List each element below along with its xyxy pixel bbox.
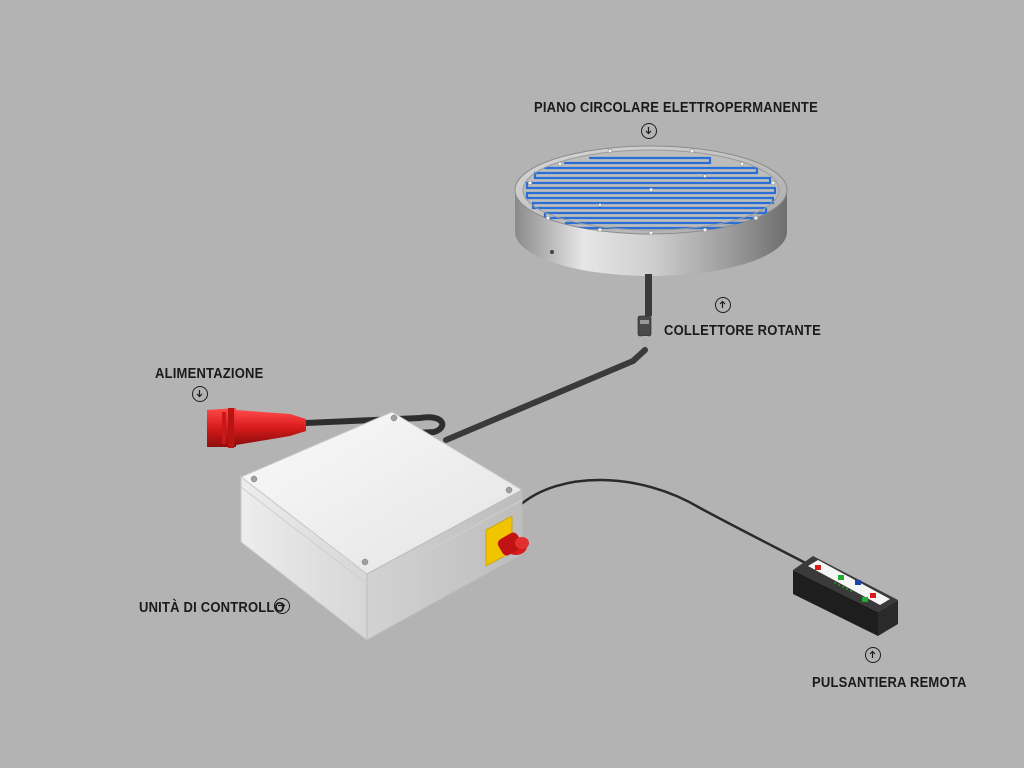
arrow-up-icon: [869, 650, 876, 658]
control-unit-box: [240, 411, 529, 642]
collector-cable: [443, 347, 648, 443]
remote-pendant: [793, 556, 898, 636]
arrow-up-icon: [719, 300, 726, 308]
arrow-down-icon: [645, 127, 652, 135]
remote-cable: [517, 478, 817, 570]
hotspot-control-unit[interactable]: [274, 598, 290, 614]
hotspot-circular-plate[interactable]: [641, 123, 657, 139]
rotary-collector: [637, 274, 652, 350]
label-rotary-collector: COLLETTORE ROTANTE: [664, 321, 821, 339]
arrow-down-icon: [196, 390, 203, 398]
hotspot-power-supply[interactable]: [192, 386, 208, 402]
label-power-supply: ALIMENTAZIONE: [155, 364, 264, 382]
label-remote-pendant: PULSANTIERA REMOTA: [812, 673, 967, 691]
arrow-right-icon: [278, 602, 286, 609]
label-circular-plate: PIANO CIRCOLARE ELETTROPERMANENTE: [534, 98, 818, 116]
power-plug: [207, 408, 306, 448]
label-control-unit: UNITÀ DI CONTROLLO: [139, 598, 285, 616]
power-cable: [303, 414, 446, 437]
hotspot-remote-pendant[interactable]: [865, 647, 881, 663]
circular-magnetic-plate: [514, 145, 788, 276]
hotspot-rotary-collector[interactable]: [715, 297, 731, 313]
